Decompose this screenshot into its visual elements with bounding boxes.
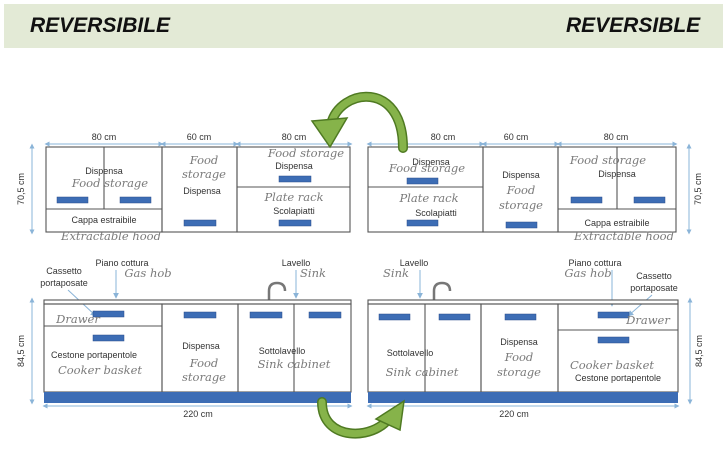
right-upper-handles <box>406 177 666 229</box>
left-lower-pointers <box>67 270 299 317</box>
left-upper-handles <box>56 175 312 227</box>
right-upper-food-storage-3: Food storage <box>569 153 646 167</box>
right-lower-dispensa: Dispensa <box>500 337 538 347</box>
right-lower-dimensions <box>366 297 693 409</box>
right-piano-cottura: Piano cottura <box>568 258 621 268</box>
left-piano-cottura: Piano cottura <box>95 258 148 268</box>
right-lower-height: 84,5 cm <box>694 335 704 367</box>
left-lower-dispensa: Dispensa <box>182 341 220 351</box>
reversible-title: REVERSIBLE <box>566 14 701 37</box>
right-upper-dispensa-3: Dispensa <box>598 169 636 179</box>
right-gas-hob: Gas hob <box>564 266 611 280</box>
right-kitchen: 80 cm 60 cm 80 cm 70,5 cm Dispensa Food … <box>366 132 704 419</box>
right-upper-plate-rack: Plate rack <box>398 191 458 205</box>
right-sink: Sink <box>383 266 409 280</box>
left-lower-height: 84,5 cm <box>16 335 26 367</box>
right-upper-width-3: 80 cm <box>604 132 629 142</box>
right-upper-cappa: Cappa estraibile <box>584 218 649 228</box>
left-sink-faucet <box>267 281 287 300</box>
left-lower-food-1: Food <box>189 356 219 370</box>
left-upper-food-storage-3: Food storage <box>267 146 344 160</box>
left-upper-extractable-hood: Extractable hood <box>60 229 161 243</box>
right-cassetto-1: Cassetto <box>636 271 672 281</box>
right-drawer: Drawer <box>625 313 671 327</box>
left-upper-dispensa-3: Dispensa <box>275 161 313 171</box>
left-lavello: Lavello <box>282 258 311 268</box>
left-cooker-basket: Cooker basket <box>58 363 142 377</box>
left-upper-food-2b: storage <box>182 167 226 181</box>
left-lower-food-2: storage <box>182 370 226 384</box>
right-upper-width-1: 80 cm <box>431 132 456 142</box>
right-lower-food-1: Food <box>504 350 534 364</box>
left-upper-dispensa-1: Dispensa <box>85 166 123 176</box>
left-upper-plate-rack: Plate rack <box>263 190 323 204</box>
left-cestone: Cestone portapentole <box>51 350 137 360</box>
right-cooker-basket: Cooker basket <box>570 358 654 372</box>
left-upper-width-1: 80 cm <box>92 132 117 142</box>
right-upper-height: 70,5 cm <box>693 173 703 205</box>
left-lower-width: 220 cm <box>183 409 213 419</box>
bottom-swap-arrow <box>317 397 405 439</box>
left-upper-food-storage-1: Food storage <box>71 176 148 190</box>
left-upper-dispensa-2: Dispensa <box>183 186 221 196</box>
right-plinth <box>368 392 678 403</box>
right-lower-handles <box>378 311 630 344</box>
left-upper-cappa: Cappa estraibile <box>71 215 136 225</box>
header-banner: REVERSIBILE REVERSIBLE <box>4 4 723 48</box>
right-cestone: Cestone portapentole <box>575 373 661 383</box>
right-sink-cabinet: Sink cabinet <box>386 365 459 379</box>
left-lower-dimensions <box>29 297 353 409</box>
right-upper-dimensions <box>366 141 692 235</box>
right-upper-dispensa-2: Dispensa <box>502 170 540 180</box>
left-upper-cabinets <box>45 146 351 233</box>
left-worktop <box>43 299 352 305</box>
left-lower-handles <box>92 310 342 342</box>
right-sottolavello: Sottolavello <box>387 348 434 358</box>
left-upper-scolapiatti: Scolapiatti <box>273 206 315 216</box>
left-gas-hob: Gas hob <box>124 266 171 280</box>
left-sink-cabinet: Sink cabinet <box>258 357 331 371</box>
right-upper-food-storage-1: Food storage <box>388 161 465 175</box>
right-upper-food-2b: storage <box>499 198 543 212</box>
right-upper-food-2a: Food <box>506 183 536 197</box>
left-sink: Sink <box>300 266 326 280</box>
left-upper-food-2a: Food <box>189 153 219 167</box>
right-lower-food-2: storage <box>497 365 541 379</box>
right-worktop <box>367 299 679 305</box>
left-cassetto-2: portaposate <box>40 278 88 288</box>
top-swap-arrow <box>310 91 408 153</box>
right-sink-faucet <box>432 281 452 300</box>
right-upper-width-2: 60 cm <box>504 132 529 142</box>
left-upper-width-2: 60 cm <box>187 132 212 142</box>
left-drawer: Drawer <box>55 312 101 326</box>
left-kitchen: 80 cm 60 cm 80 cm 70,5 cm Dispensa Food … <box>16 132 353 419</box>
left-plinth <box>44 392 351 403</box>
right-cassetto-2: portaposate <box>630 283 678 293</box>
right-lavello: Lavello <box>400 258 429 268</box>
right-upper-scolapiatti: Scolapiatti <box>415 208 457 218</box>
right-upper-cabinets <box>367 146 677 233</box>
left-cassetto-1: Cassetto <box>46 266 82 276</box>
right-upper-extractable-hood: Extractable hood <box>573 229 674 243</box>
reversibile-title: REVERSIBILE <box>30 14 171 37</box>
left-upper-width-3: 80 cm <box>282 132 307 142</box>
left-upper-height: 70,5 cm <box>16 173 26 205</box>
right-upper-dispensa-1: Dispensa <box>412 157 450 167</box>
left-sottolavello: Sottolavello <box>259 346 306 356</box>
right-lower-pointers <box>417 270 653 317</box>
right-lower-width: 220 cm <box>499 409 529 419</box>
